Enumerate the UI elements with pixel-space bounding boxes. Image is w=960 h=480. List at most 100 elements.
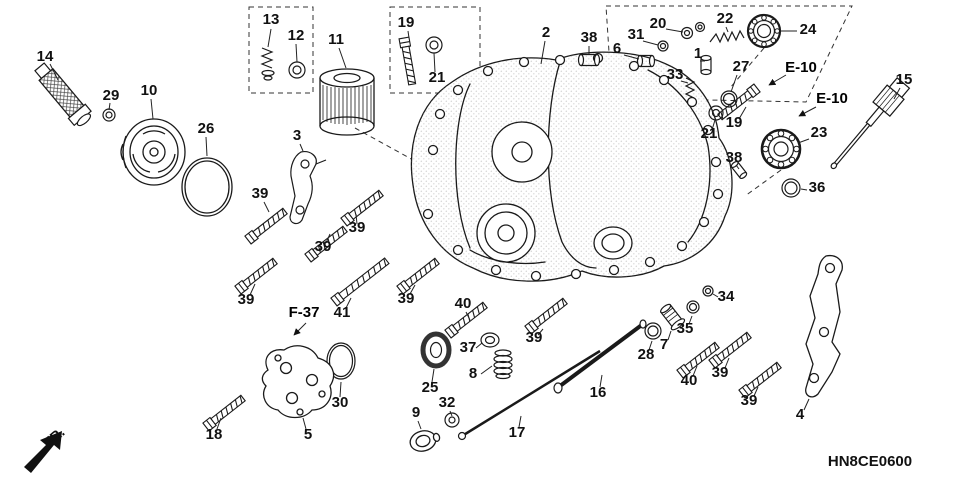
part-label-38: 38	[726, 149, 743, 166]
part-label-21: 21	[701, 125, 718, 142]
o-ring-30	[326, 342, 356, 380]
bolt-39	[396, 256, 441, 295]
o-ring-28	[644, 322, 662, 340]
leader-line	[150, 98, 154, 120]
part-label-41: 41	[334, 304, 351, 321]
part-label-2: 2	[542, 24, 550, 41]
part-label-31: 31	[628, 26, 645, 43]
bolt-19	[398, 36, 418, 86]
spring-33	[684, 77, 696, 99]
leader-line	[49, 63, 59, 81]
leader-line	[642, 40, 659, 46]
leader-line	[433, 52, 436, 73]
part-label-19: 19	[726, 114, 743, 131]
part-label-21: 21	[429, 69, 446, 86]
leader-line	[295, 43, 298, 63]
part-label-20: 20	[650, 15, 667, 32]
leader-line	[465, 311, 471, 321]
part-label-29: 29	[103, 87, 120, 104]
part-label-25: 25	[422, 379, 439, 396]
part-label-39: 39	[315, 238, 332, 255]
leader-line	[730, 74, 738, 93]
leader-line	[293, 322, 307, 336]
leader-line	[267, 28, 272, 48]
front-crankcase-cover	[410, 51, 733, 282]
part-label-15: 15	[896, 71, 913, 88]
washer-32	[444, 412, 460, 428]
leader-line	[753, 386, 759, 397]
leader-line	[108, 102, 111, 111]
bolt-39	[234, 256, 279, 295]
washer-21-right	[708, 105, 724, 121]
part-label-24: 24	[800, 21, 817, 38]
part-label-38: 38	[581, 29, 598, 46]
shaft-16	[553, 319, 647, 394]
part-label-27: 27	[733, 58, 750, 75]
part-label-19: 19	[398, 14, 415, 31]
rod-17	[457, 349, 601, 441]
washer-29	[102, 108, 116, 122]
part-label-13: 13	[263, 11, 280, 28]
washer-37	[480, 332, 500, 348]
leader-line	[345, 297, 352, 309]
leader-line	[680, 80, 689, 84]
part-label-30: 30	[332, 394, 349, 411]
pin-1	[700, 54, 712, 76]
part-label-28: 28	[638, 346, 655, 363]
o-ring-27	[720, 90, 738, 108]
part-label-18: 18	[206, 426, 223, 443]
oil-strainer-bolt-14	[34, 62, 92, 127]
washers-20	[680, 21, 706, 40]
leader-line	[475, 342, 483, 349]
leader-line	[738, 106, 747, 120]
dowel-pin-38-top	[577, 53, 601, 67]
leader-line	[688, 315, 693, 325]
bracket-3	[289, 151, 327, 225]
front-direction-arrow: FR.	[24, 424, 68, 473]
bearing-24	[746, 13, 782, 49]
part-label-40: 40	[455, 295, 472, 312]
bracket-4	[805, 254, 843, 398]
dowel-pin-38-right	[730, 160, 748, 180]
leader-line	[724, 357, 730, 369]
leader-line	[735, 164, 740, 170]
o-ring-36	[781, 178, 801, 198]
spring-washer-set-8	[493, 349, 513, 380]
part-label-3: 3	[293, 127, 301, 144]
cap-6	[636, 54, 656, 68]
leader-line	[431, 368, 435, 383]
part-label-39: 39	[398, 290, 415, 307]
washer-21-top	[425, 36, 443, 54]
leader-line	[667, 330, 672, 341]
spring-22	[709, 29, 745, 44]
o-ring-26	[181, 157, 233, 217]
leader-line	[417, 420, 422, 430]
part-label-39: 39	[238, 291, 255, 308]
leader-line	[263, 201, 270, 213]
leader-line	[711, 119, 716, 131]
part-label-22: 22	[717, 10, 734, 27]
leader-line	[692, 365, 698, 377]
part-label-1: 1	[694, 45, 702, 62]
part-label-35: 35	[677, 320, 694, 337]
part-label-11: 11	[328, 31, 344, 48]
part-label-26: 26	[198, 120, 215, 137]
leader-line	[648, 340, 653, 351]
leader-line	[797, 138, 810, 144]
o-ring-34	[702, 285, 714, 297]
leader-line	[325, 233, 331, 244]
leader-line	[409, 284, 416, 295]
leader-line	[623, 54, 640, 60]
part-label-33: 33	[667, 66, 684, 83]
part-label-5: 5	[304, 426, 312, 443]
leader-line	[302, 417, 307, 430]
leader-line	[537, 328, 544, 336]
part-label-16: 16	[590, 384, 607, 401]
leader-line	[798, 106, 817, 117]
leader-line	[480, 365, 493, 375]
leader-line	[407, 30, 410, 39]
diagram-code: HN8CE0600	[828, 453, 912, 470]
part-label-32: 32	[439, 394, 456, 411]
